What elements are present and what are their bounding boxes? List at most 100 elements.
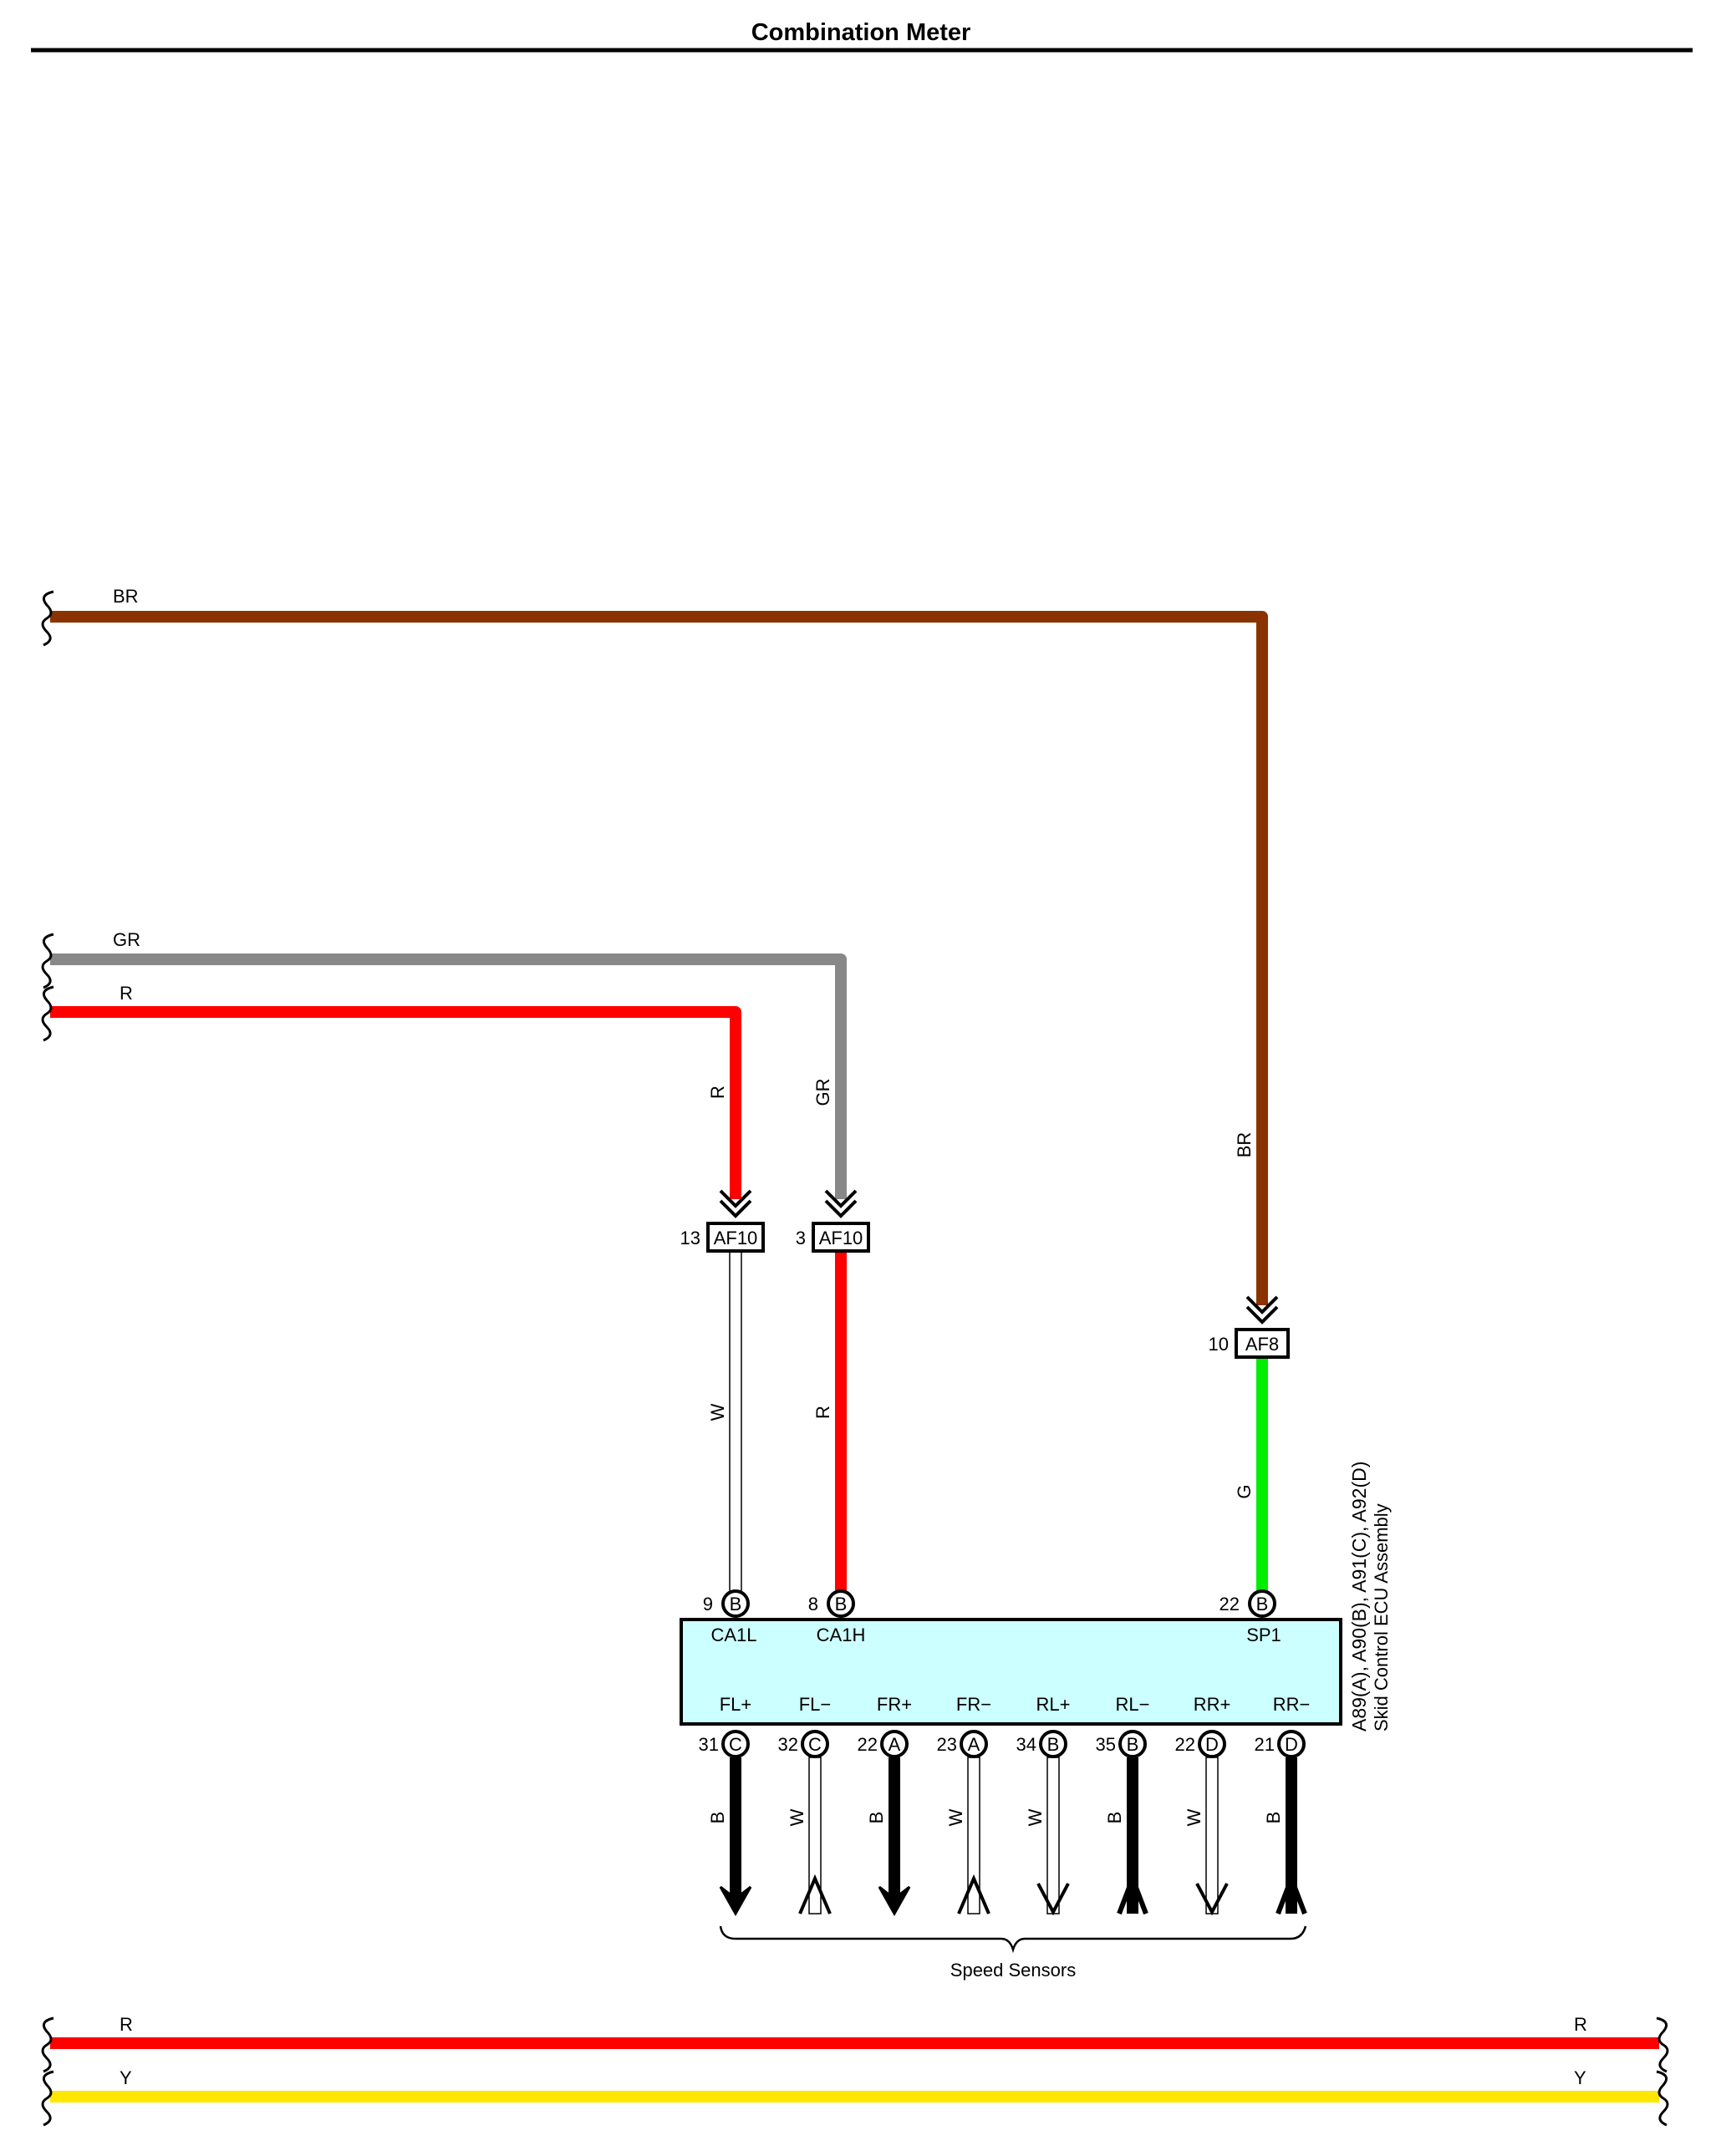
bus-r-wire bbox=[41, 2016, 1669, 2073]
ecu-bottom-pin-frminus: A 23 FR− W bbox=[937, 1694, 991, 1914]
arrow-up-icon bbox=[798, 1874, 832, 1914]
pin-circle bbox=[721, 1730, 750, 1758]
pin-signal: FL− bbox=[799, 1694, 832, 1715]
pin-circle bbox=[880, 1730, 909, 1758]
connector-af10-13-chevron bbox=[719, 1189, 752, 1218]
pin-circle bbox=[1118, 1730, 1147, 1758]
wire-color-label: B bbox=[1263, 1812, 1284, 1824]
pin-number: 22 bbox=[1175, 1734, 1195, 1755]
svg-text:9: 9 bbox=[703, 1594, 713, 1614]
pin-number: 32 bbox=[778, 1734, 798, 1755]
svg-text:SP1: SP1 bbox=[1246, 1625, 1281, 1645]
gr-vertical-label: GR bbox=[812, 1079, 833, 1106]
pin-number: 22 bbox=[858, 1734, 878, 1755]
connector-af8-10-chevron bbox=[1245, 1295, 1279, 1325]
wire-color-label: B bbox=[866, 1812, 887, 1824]
arrow-up-icon bbox=[1276, 1871, 1307, 1915]
svg-text:B: B bbox=[835, 1594, 848, 1614]
pin-letter: B bbox=[1047, 1734, 1060, 1755]
speed-sensors-brace bbox=[719, 1925, 1307, 1954]
page-title: Combination Meter bbox=[751, 19, 971, 46]
svg-text:CA1L: CA1L bbox=[710, 1625, 756, 1645]
pin-signal: RR− bbox=[1273, 1694, 1311, 1715]
wire-color-label: B bbox=[1104, 1812, 1125, 1824]
ecu-bottom-pins: C31FL+BC32FL−WA22FR+BA23FR−WB34RL+WB35RL… bbox=[699, 1694, 1311, 1917]
connector-af10-3-chevron bbox=[824, 1189, 858, 1218]
ecu-bottom-pin-frplus: A 22 FR+ B bbox=[858, 1694, 912, 1917]
sensor-wire-white bbox=[1205, 1757, 1219, 1914]
svg-text:22: 22 bbox=[1220, 1594, 1240, 1614]
sensor-wire-white bbox=[1046, 1757, 1060, 1914]
ecu-name: Skid Control ECU Assembly bbox=[1371, 1503, 1392, 1731]
bus-y-right-label: Y bbox=[1574, 2067, 1586, 2088]
gr-wire-break-symbol bbox=[41, 933, 54, 989]
wire-color-label: W bbox=[1184, 1808, 1204, 1826]
pin-signal: RL− bbox=[1116, 1694, 1150, 1715]
connector-af10-13: AF10 13 bbox=[680, 1222, 765, 1253]
ecu-top-pin-ca1l: B 9 CA1L bbox=[703, 1589, 757, 1645]
ecu-connector-codes: A89(A), A90(B), A91(C), A92(D) bbox=[1348, 1462, 1370, 1731]
pin-number: 21 bbox=[1255, 1734, 1275, 1755]
wire-color-label: W bbox=[1025, 1808, 1046, 1826]
connector-af8-10-name: AF8 bbox=[1245, 1334, 1279, 1355]
svg-text:B: B bbox=[730, 1594, 742, 1614]
ecu-bottom-pin-rrplus: D 22 RR+ W bbox=[1175, 1694, 1231, 1916]
pin-letter: A bbox=[968, 1734, 980, 1755]
r-vertical-label: R bbox=[707, 1086, 728, 1099]
br-wire bbox=[41, 590, 1268, 1305]
r-wire-label: R bbox=[120, 983, 133, 1004]
bus-r-left-label: R bbox=[120, 2014, 133, 2035]
pin-number: 31 bbox=[699, 1734, 719, 1755]
pin-circle bbox=[1039, 1730, 1067, 1758]
pin-letter: D bbox=[1285, 1734, 1298, 1755]
bus-r-right-label: R bbox=[1574, 2014, 1587, 2035]
pin-circle bbox=[1198, 1730, 1226, 1758]
r-lower-vertical-label: R bbox=[812, 1406, 833, 1419]
pin-signal: FR− bbox=[956, 1694, 991, 1715]
pin-number: 35 bbox=[1096, 1734, 1116, 1755]
arrow-up-icon bbox=[957, 1874, 990, 1914]
connector-af8-10-pin: 10 bbox=[1209, 1334, 1229, 1355]
speed-sensors-label: Speed Sensors bbox=[950, 1960, 1076, 1981]
pin-signal: FL+ bbox=[720, 1694, 752, 1715]
connector-af10-3: AF10 3 bbox=[796, 1222, 870, 1253]
connector-af10-13-name: AF10 bbox=[714, 1228, 758, 1248]
w-wire-ca1l bbox=[729, 1250, 742, 1599]
svg-text:8: 8 bbox=[808, 1594, 818, 1614]
br-wire-break-symbol bbox=[41, 590, 54, 647]
w-vertical-label: W bbox=[707, 1403, 728, 1421]
ecu-top-pin-ca1h: B 8 CA1H bbox=[808, 1589, 866, 1645]
g-vertical-label: G bbox=[1234, 1484, 1255, 1498]
ecu-top-pin-sp1: B 22 SP1 bbox=[1220, 1589, 1281, 1645]
wire-color-label: W bbox=[787, 1808, 807, 1826]
bus-y-wire bbox=[41, 2070, 1669, 2127]
pin-signal: FR+ bbox=[877, 1694, 912, 1715]
wire-color-label: B bbox=[707, 1812, 728, 1824]
pin-letter: C bbox=[808, 1734, 822, 1755]
pin-letter: C bbox=[729, 1734, 742, 1755]
arrow-down-icon bbox=[719, 1885, 752, 1917]
gr-wire bbox=[41, 933, 847, 1199]
wire-color-label: W bbox=[945, 1808, 966, 1826]
connector-af10-3-name: AF10 bbox=[819, 1228, 863, 1248]
svg-text:B: B bbox=[1256, 1594, 1269, 1614]
br-wire-label: BR bbox=[113, 586, 139, 607]
ecu-bottom-pin-rrminus: D 21 RR− B bbox=[1255, 1694, 1311, 1915]
pin-circle bbox=[960, 1730, 988, 1758]
r-wire-top bbox=[41, 985, 741, 1199]
pin-signal: RR+ bbox=[1194, 1694, 1231, 1715]
pin-letter: A bbox=[889, 1734, 901, 1755]
pin-number: 23 bbox=[937, 1734, 957, 1755]
pin-signal: RL+ bbox=[1036, 1694, 1071, 1715]
connector-af10-13-pin: 13 bbox=[680, 1228, 700, 1248]
pin-letter: D bbox=[1205, 1734, 1219, 1755]
bus-y-left-label: Y bbox=[120, 2067, 132, 2088]
skid-control-ecu-box bbox=[680, 1618, 1342, 1726]
svg-text:CA1H: CA1H bbox=[817, 1625, 866, 1645]
br-vertical-label: BR bbox=[1234, 1132, 1255, 1158]
